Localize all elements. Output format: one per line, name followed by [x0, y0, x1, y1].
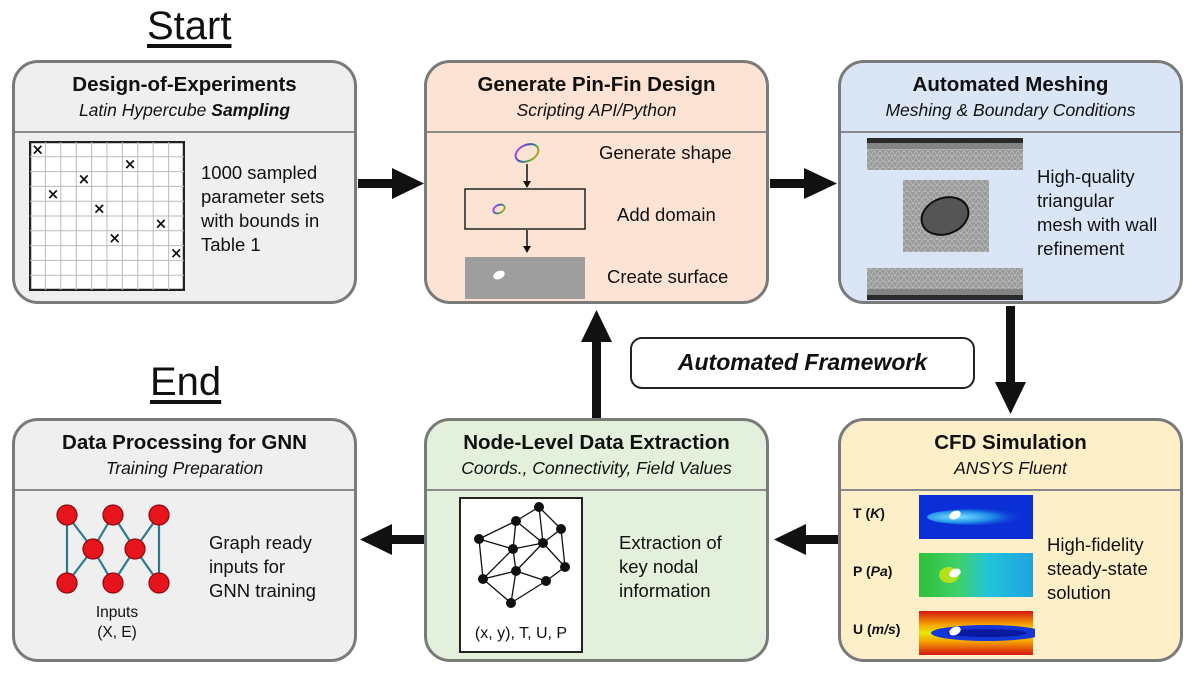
pinfin-workflow-graphic	[464, 143, 586, 299]
start-heading: Start	[147, 4, 232, 48]
generate-title: Generate Pin-Fin Design	[477, 73, 716, 96]
mesh-images	[867, 138, 1023, 300]
sample-mark: ×	[155, 214, 168, 232]
sample-mark: ×	[47, 185, 60, 203]
doe-box: Design-of-Experiments Latin Hypercube Sa…	[12, 60, 357, 304]
doe-subtitle: Latin Hypercube Sampling	[78, 100, 291, 120]
cfd-header: CFD Simulation ANSYS Fluent	[841, 421, 1180, 491]
arrow-meshing-to-cfd	[995, 306, 1026, 414]
step-create-surface: Create surface	[607, 266, 729, 287]
generate-subtitle: Scripting API/Python	[516, 100, 677, 120]
arrow-generate-to-meshing	[770, 168, 837, 199]
processing-box: Data Processing for GNN Training Prepara…	[12, 418, 357, 662]
automated-framework-label: Automated Framework	[630, 337, 975, 389]
extraction-box: Node-Level Data Extraction Coords., Conn…	[424, 418, 769, 662]
arrow-cfd-to-extraction	[774, 524, 838, 555]
sample-mark: ×	[124, 155, 137, 173]
arrow-extraction-to-generate	[581, 310, 612, 418]
gnn-input-graph	[56, 504, 170, 594]
node-graph-frame: (x, y), T, U, P	[459, 497, 583, 653]
doe-header: Design-of-Experiments Latin Hypercube Sa…	[15, 63, 354, 133]
latin-hypercube-grid: ××××××××	[29, 141, 185, 291]
doe-title: Design-of-Experiments	[72, 73, 297, 96]
node-graph	[474, 502, 570, 608]
step-add-domain: Add domain	[617, 204, 716, 225]
generate-header: Generate Pin-Fin Design Scripting API/Py…	[427, 63, 766, 133]
processing-subtitle: Training Preparation	[105, 458, 264, 478]
extraction-subtitle: Coords., Connectivity, Field Values	[461, 458, 732, 478]
surface-rect	[465, 257, 585, 299]
sample-mark: ×	[108, 229, 121, 247]
cfd-label-temperature: T (K)	[853, 505, 885, 521]
shape-outline-icon	[514, 143, 540, 163]
meshing-header: Automated Meshing Meshing & Boundary Con…	[841, 63, 1180, 133]
extraction-title: Node-Level Data Extraction	[463, 431, 730, 454]
extraction-header: Node-Level Data Extraction Coords., Conn…	[427, 421, 766, 491]
cfd-box: CFD Simulation ANSYS Fluent T (K) P (Pa)…	[838, 418, 1183, 662]
sample-mark: ×	[170, 244, 183, 262]
cfd-contour-plots	[919, 495, 1035, 655]
cfd-subtitle: ANSYS Fluent	[954, 458, 1067, 478]
sample-mark: ×	[31, 141, 44, 158]
arrow-doe-to-generate	[358, 168, 424, 199]
sample-mark: ×	[78, 170, 91, 188]
cfd-label-velocity: U (m/s)	[853, 621, 901, 637]
arrow-extraction-to-processing	[360, 524, 424, 555]
step-generate-shape: Generate shape	[599, 142, 732, 163]
meshing-subtitle: Meshing & Boundary Conditions	[885, 100, 1136, 120]
meshing-title: Automated Meshing	[912, 73, 1109, 96]
end-heading: End	[150, 360, 222, 404]
meshing-box: Automated Meshing Meshing & Boundary Con…	[838, 60, 1183, 304]
cfd-title: CFD Simulation	[934, 431, 1087, 454]
generate-box: Generate Pin-Fin Design Scripting API/Py…	[424, 60, 769, 304]
domain-rect	[464, 188, 586, 230]
sample-mark: ×	[93, 200, 106, 218]
graph-caption: (x, y), T, U, P	[474, 625, 568, 642]
inputs-label: Inputs(X, E)	[95, 604, 139, 641]
cfd-label-pressure: P (Pa)	[853, 563, 893, 579]
processing-header: Data Processing for GNN Training Prepara…	[15, 421, 354, 491]
processing-title: Data Processing for GNN	[62, 431, 307, 454]
